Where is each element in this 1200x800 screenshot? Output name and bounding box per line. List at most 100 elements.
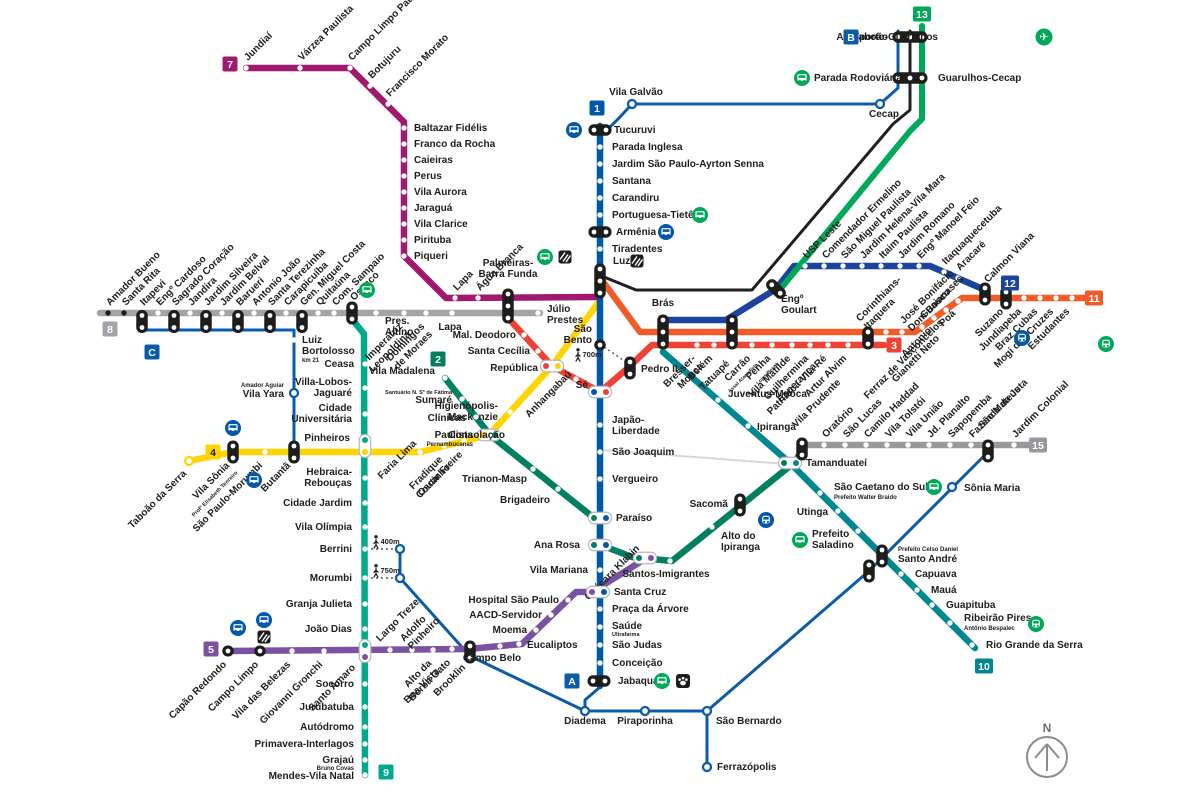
- station-piqueri[interactable]: Piqueri: [401, 251, 448, 262]
- station-joao-dias[interactable]: João Dias: [305, 624, 368, 635]
- station-santo-andre-emtu[interactable]: [863, 559, 875, 583]
- station-berrini[interactable]: Berrini: [320, 544, 368, 555]
- station-parada-inglesa[interactable]: Parada Inglesa: [597, 142, 683, 153]
- station-sao-joaquim[interactable]: São Joaquim: [597, 447, 674, 458]
- station-socorro[interactable]: Socorro: [316, 679, 368, 690]
- station-carandiru[interactable]: Carandiru: [597, 193, 659, 204]
- station-tucuruvi[interactable]: Tucuruvi: [588, 124, 656, 136]
- station-ceasa[interactable]: Ceasa: [325, 359, 368, 370]
- station-juventus-mooca[interactable]: Juventus-Mooca: [715, 389, 807, 403]
- station-granja-julieta[interactable]: Granja Julieta: [286, 599, 368, 610]
- station-sonia-maria[interactable]: Sônia Maria: [946, 481, 1021, 494]
- station-palmeiras-barra-funda[interactable]: Palmeiras-Barra Funda: [479, 258, 538, 324]
- station-vila-galvao[interactable]: Vila Galvão: [609, 87, 663, 110]
- station-tiradentes[interactable]: Tiradentes: [597, 244, 663, 255]
- station-armenia[interactable]: Armênia: [588, 226, 657, 238]
- station-guapituba[interactable]: Guapituba: [929, 600, 996, 611]
- station-trianon-masp[interactable]: Trianon-Masp: [462, 466, 536, 485]
- station-autodromo[interactable]: Autódromo: [300, 722, 368, 733]
- station-corridor-stop-berrini[interactable]: [394, 543, 406, 555]
- station-tamanduatei[interactable]: Tamanduateí: [777, 456, 869, 470]
- station-dom-bosco[interactable]: [883, 329, 889, 335]
- station-mal-deodoro[interactable]: Mal. Deodoro: [453, 330, 527, 341]
- station-brigadeiro[interactable]: Brigadeiro: [500, 486, 561, 506]
- station-ipiranga[interactable]: Ipiranga: [745, 422, 796, 433]
- station-perus[interactable]: Perus: [401, 171, 442, 182]
- station-baltazar-fidelis[interactable]: Baltazar Fidélis: [401, 123, 488, 134]
- station-santa-cecilia[interactable]: Santa Cecília: [468, 346, 541, 357]
- station-capuava[interactable]: Capuava: [898, 569, 957, 580]
- station-bras[interactable]: Brás: [652, 298, 675, 350]
- station-ana-rosa[interactable]: Ana Rosa: [534, 538, 613, 552]
- station-utinga[interactable]: Utinga: [797, 507, 841, 518]
- station-pirituba[interactable]: Pirituba: [401, 235, 452, 246]
- station-paraiso[interactable]: Paraíso: [587, 511, 653, 525]
- station-maua[interactable]: Mauá: [914, 585, 957, 596]
- station-jardim-sao-paulo-ayrton-senna[interactable]: Jardim São Paulo-Ayrton Senna: [597, 159, 764, 170]
- station-vila-madalena[interactable]: Vila Madalena: [369, 366, 448, 381]
- station-santana[interactable]: Santana: [597, 176, 651, 187]
- station-rio-grande-da-serra[interactable]: Rio Grande da Serra: [969, 640, 1083, 651]
- station-corridor-stop-morumbi[interactable]: [394, 572, 406, 584]
- station-franco-da-rocha[interactable]: Franco da Rocha: [401, 139, 496, 150]
- station-lapa-linha-8[interactable]: Lapa: [438, 310, 462, 333]
- station-ferrazopolis[interactable]: Ferrazópolis: [701, 761, 777, 773]
- station-japao-liberdade[interactable]: Japão-Liberdade: [597, 415, 660, 437]
- station-higienopolis-mackenzie[interactable]: Higienópolis-Mackenzie: [435, 401, 513, 423]
- station-jabaquara[interactable]: Jabaquara: [587, 675, 669, 687]
- station-morumbi[interactable]: Morumbi: [310, 573, 368, 584]
- station-conceicao[interactable]: Conceição: [597, 658, 663, 669]
- station-hebraica-reboucas[interactable]: Hebraica-Rebouças: [304, 467, 368, 489]
- station-campo-belo[interactable]: Campo Belo: [463, 643, 521, 664]
- station-diadema[interactable]: Diadema: [564, 705, 606, 727]
- station-se[interactable]: Sé: [576, 380, 613, 399]
- station-republica[interactable]: República: [490, 359, 565, 374]
- station-santa-cruz[interactable]: Santa Cruz: [585, 585, 667, 599]
- station-vergueiro[interactable]: Vergueiro: [597, 474, 658, 485]
- station-vila-olimpia[interactable]: Vila Olímpia: [295, 522, 368, 533]
- station-cidade-jardim[interactable]: Cidade Jardim: [283, 498, 368, 509]
- station-praca-da-arvore[interactable]: Praça da Árvore: [597, 602, 689, 615]
- station-vila-aurora[interactable]: Vila Aurora: [401, 187, 467, 198]
- station-aacd-servidor[interactable]: AACD-Servidor: [469, 610, 554, 621]
- station-jurubatuba[interactable]: Jurubatuba: [300, 702, 368, 713]
- station-sao-bernardo[interactable]: São Bernardo: [701, 705, 782, 727]
- station-sao-judas[interactable]: São Judas: [597, 640, 662, 651]
- station-villa-lobos-jaguare[interactable]: Villa-Lobos-Jaguaré: [295, 377, 368, 399]
- station-portuguesa-tiete[interactable]: Portuguesa-Tietê: [597, 210, 694, 221]
- station-moema[interactable]: Moema: [493, 625, 539, 636]
- station-pedro-ii[interactable]: Pedro II: [624, 356, 678, 380]
- station-caieiras[interactable]: Caieiras: [401, 155, 453, 166]
- station-hospital-sao-paulo[interactable]: Hospital São Paulo: [468, 595, 571, 606]
- station-grajau[interactable]: Grajaú: [322, 755, 368, 766]
- station-pres-altino[interactable]: Pres.Altino: [373, 310, 413, 338]
- station-pinheiros[interactable]: Pinheiros: [304, 433, 372, 459]
- station-santos-imigrantes[interactable]: Santos-Imigrantes: [622, 558, 710, 580]
- station-vila-mariana[interactable]: Vila Mariana: [530, 565, 603, 576]
- station-sacoma[interactable]: Sacomã: [690, 493, 746, 517]
- station-jaragua[interactable]: Jaraguá: [401, 203, 453, 214]
- station-luz[interactable]: Luz: [594, 256, 630, 299]
- station-eucaliptos[interactable]: Eucaliptos: [516, 640, 578, 651]
- station-primavera-interlagos[interactable]: Primavera-Interlagos: [255, 739, 368, 750]
- station-vila-clarice[interactable]: Vila Clarice: [401, 219, 468, 230]
- station-clinicas[interactable]: Clínicas: [428, 413, 479, 424]
- station-piraporinha[interactable]: Piraporinha: [617, 705, 673, 727]
